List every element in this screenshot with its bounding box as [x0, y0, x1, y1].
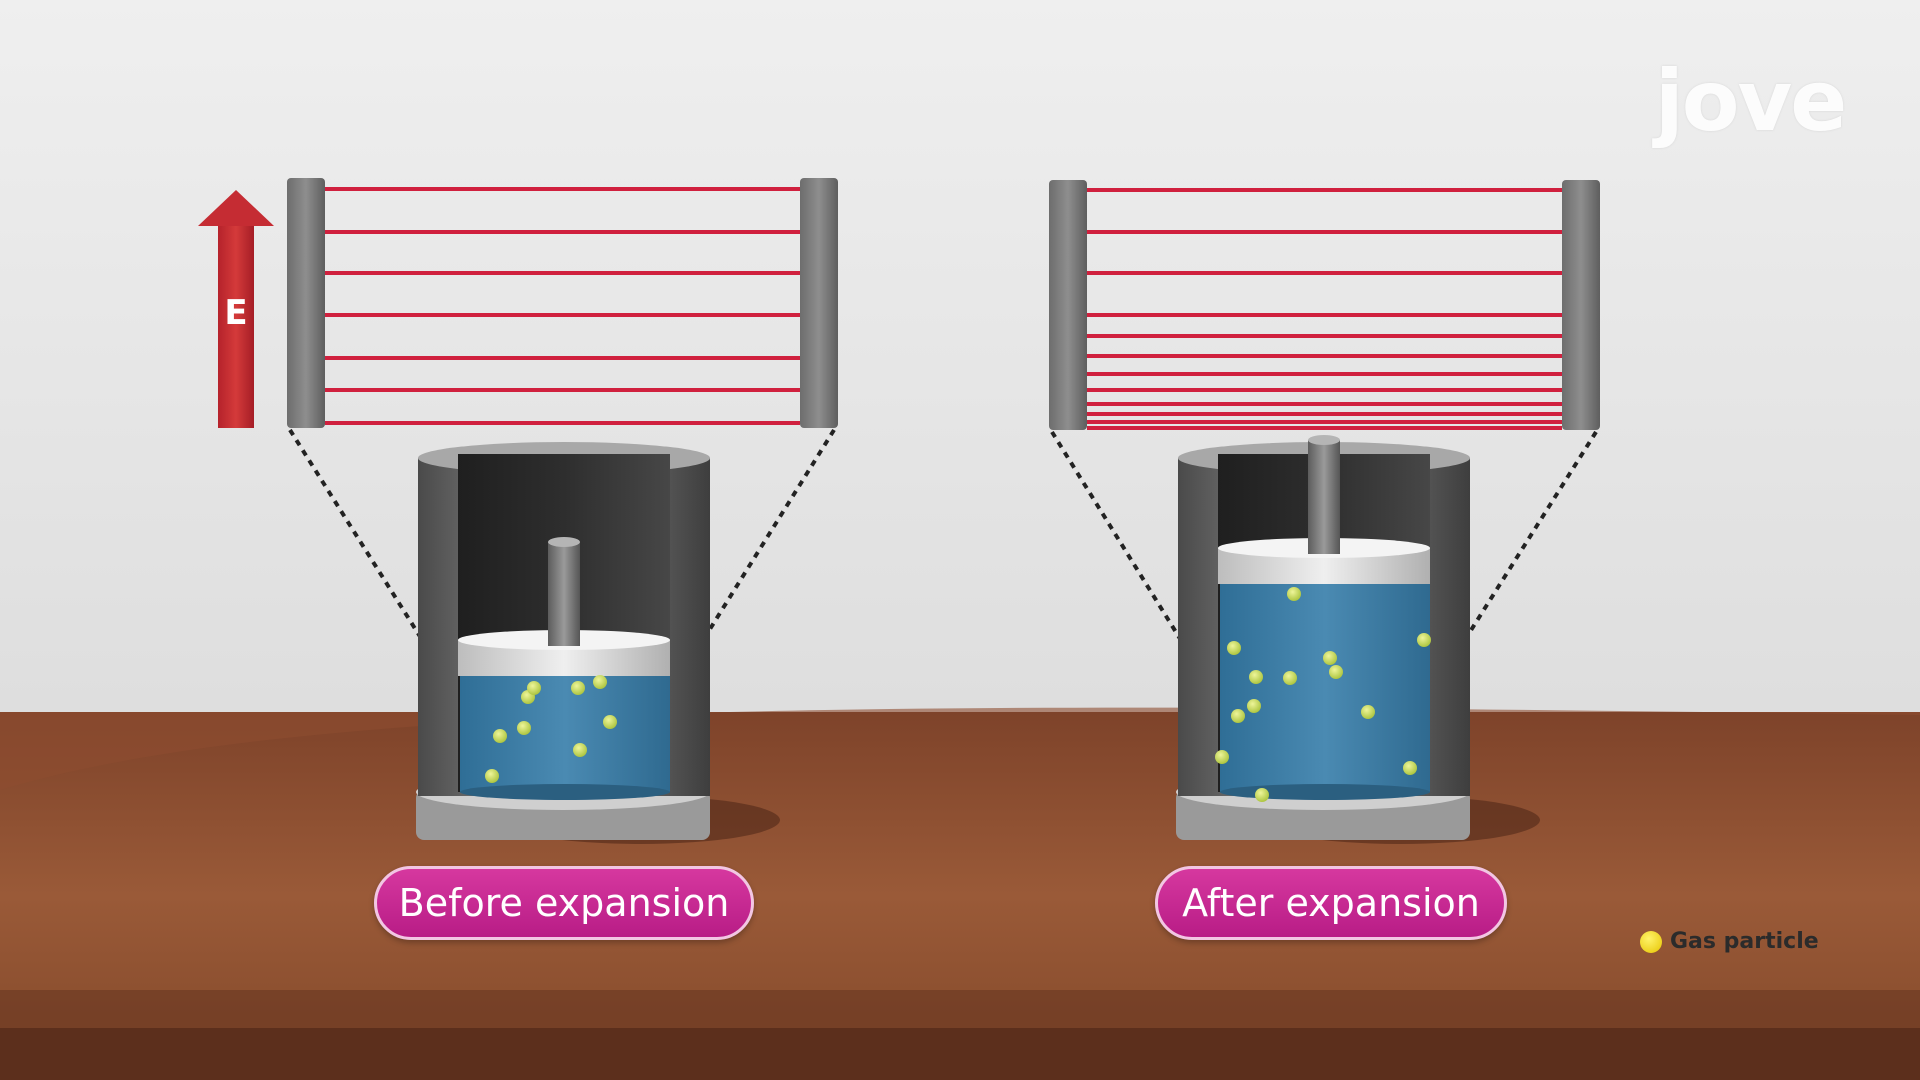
after-expansion-group — [1049, 180, 1600, 844]
after-gas-particle — [1417, 633, 1431, 647]
table-highlight — [0, 707, 1920, 790]
before-piston-rod — [548, 542, 580, 646]
energy-arrow-head — [198, 190, 274, 226]
after-gas-particle — [1247, 699, 1261, 713]
before-rod-top — [548, 537, 580, 547]
after-gas-particle — [1231, 709, 1245, 723]
before-expansion-label: Before expansion — [374, 866, 754, 940]
energy-arrow-shaft — [218, 220, 254, 428]
before-gas-particle — [571, 681, 585, 695]
after-gas-particle — [1255, 788, 1269, 802]
after-gas-particle — [1403, 761, 1417, 775]
after-rod-top — [1308, 435, 1340, 445]
energy-axis-arrow: E — [198, 190, 274, 428]
before-gas-particle — [573, 743, 587, 757]
after-gas-particle — [1283, 671, 1297, 685]
legend-label: Gas particle — [1670, 929, 1819, 954]
table-edge — [0, 990, 1920, 1028]
legend: Gas particle — [1640, 929, 1819, 954]
after-gas-particle — [1329, 665, 1343, 679]
after-gas-particle — [1323, 651, 1337, 665]
after-piston-rod — [1308, 440, 1340, 554]
after-gas-bottom — [1220, 784, 1430, 800]
after-gas-particle — [1287, 587, 1301, 601]
after-levels-right-bar — [1562, 180, 1600, 430]
before-gas-particle — [527, 681, 541, 695]
before-gas-particles — [485, 675, 617, 783]
after-zoom-line-left — [1050, 430, 1220, 702]
jove-logo: jove — [1655, 52, 1847, 150]
after-gas-particle — [1215, 750, 1229, 764]
before-gas-particle — [593, 675, 607, 689]
after-energy-levels — [1087, 188, 1562, 430]
before-gas-particle — [485, 769, 499, 783]
before-gas-bottom — [460, 784, 670, 800]
before-expansion-group — [287, 178, 838, 844]
after-gas-particle — [1227, 641, 1241, 655]
table-front — [0, 1028, 1920, 1080]
gas-particle-legend-icon — [1640, 930, 1662, 953]
before-levels-left-bar — [287, 178, 325, 428]
after-expansion-label: After expansion — [1155, 866, 1507, 940]
after-gas-particle — [1249, 670, 1263, 684]
before-gas-particle — [603, 715, 617, 729]
before-gas-particle — [517, 721, 531, 735]
after-gas-particle — [1361, 705, 1375, 719]
after-levels-left-bar — [1049, 180, 1087, 430]
before-levels-right-bar — [800, 178, 838, 428]
before-energy-levels — [325, 187, 800, 425]
after-gas-particles — [1215, 587, 1431, 802]
energy-axis-label: E — [224, 293, 247, 333]
before-gas-particle — [493, 729, 507, 743]
